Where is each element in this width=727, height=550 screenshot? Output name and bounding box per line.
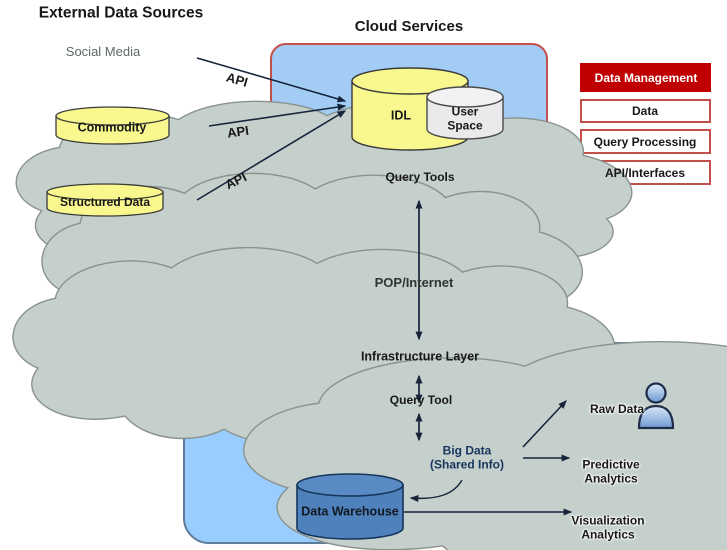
commodity-label: Commodity [77,120,147,135]
big-data-label: Big Data (Shared Info) [430,444,504,473]
idl-label: IDL [390,108,412,123]
data-warehouse-label: Data Warehouse [301,504,399,519]
structured-data-label: Structured Data [59,194,151,209]
social-media-label: Social Media [65,44,141,60]
pop-internet-label: POP/Internet [374,275,454,291]
api-label-3: API [222,169,249,193]
user-space-label: User Space [447,104,483,133]
legend-item-data-management [580,63,711,92]
raw-data-label: Raw Data [589,401,645,416]
mini-charts-icon [582,486,629,516]
predictive-analytics-label: Predictive Analytics [582,457,640,486]
query-tools-label: Query Tools [385,169,455,184]
cloud-services-title: Cloud Services [354,18,464,35]
api-label-2: API [226,122,250,141]
infrastructure-layer-label: Infrastructure Layer [360,349,480,364]
visualization-analytics-label: Visualization Analytics [571,513,645,542]
api-label-1: API [224,69,250,90]
legend-label-api-interfaces: API/Interfaces [604,165,686,180]
legend-label-query-processing: Query Processing [593,134,697,149]
external-sources-title: External Data Sources [38,4,204,22]
legend-label-data-management: Data Management [594,70,698,85]
query-tool-label: Query Tool [389,392,453,407]
big-data-label-line2: (Shared Info) [430,458,504,472]
big-data-label-line1: Big Data [442,443,492,458]
legend-label-data: Data [631,103,659,118]
